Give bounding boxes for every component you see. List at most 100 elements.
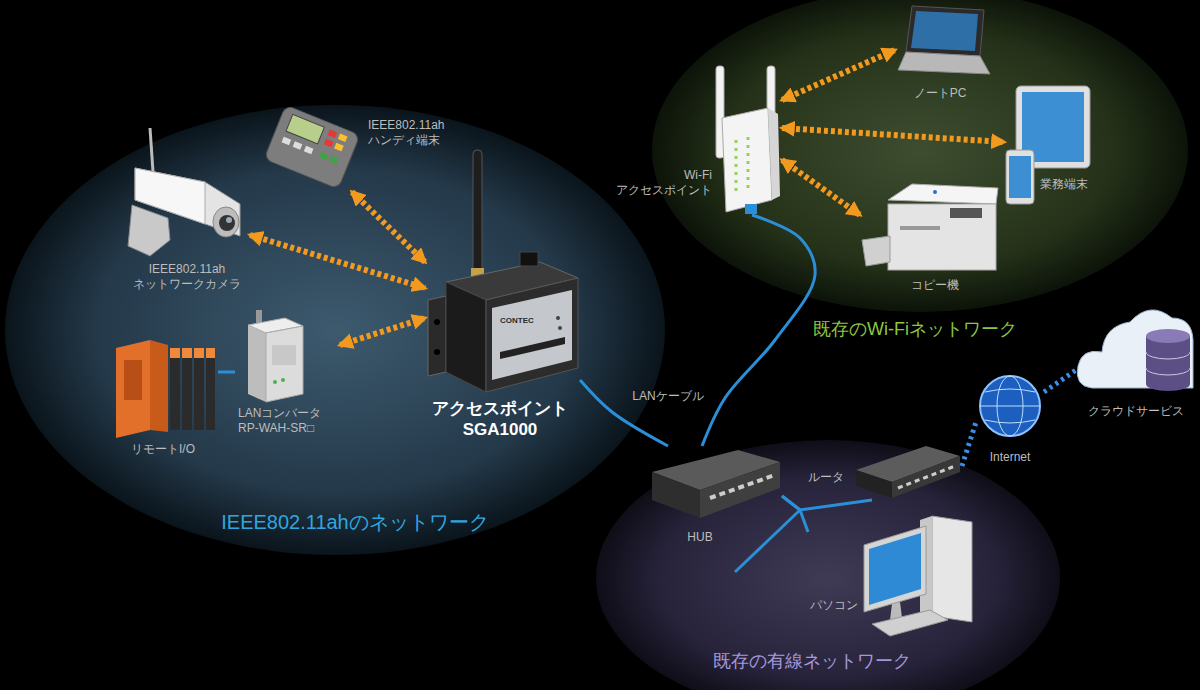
remote-io-icon-part <box>170 355 180 430</box>
text-holder: CONTEC <box>500 316 534 326</box>
device-label: IEEE802.11ah ハンディ端末 <box>368 118 448 148</box>
access-point-icon-part <box>500 337 565 359</box>
text-holder: 業務端末 <box>1040 177 1091 192</box>
access-point-icon-part <box>520 252 538 266</box>
access-point-icon-part <box>434 349 440 355</box>
device-node: アクセスポイント SGA1000 <box>425 150 580 460</box>
access-point-icon-part <box>558 326 562 330</box>
access-point-icon-part <box>446 282 486 392</box>
copier-icon-part <box>900 226 940 230</box>
cloud-icon <box>1077 310 1193 391</box>
remote-io-icon <box>116 340 215 438</box>
device-node: Wi-Fi アクセスポイント <box>612 62 782 215</box>
lan-converter-icon-part <box>273 380 277 384</box>
device-node: Internet <box>976 374 1044 470</box>
lan-cable <box>218 371 235 374</box>
device-label: IEEE802.11ah ネットワークカメラ <box>132 262 243 292</box>
handy-terminal-icon-part <box>328 129 338 138</box>
device-node: リモートI/O <box>112 338 218 463</box>
tablet-icon-part <box>1006 150 1034 204</box>
handy-terminal-icon-part <box>286 114 324 143</box>
copier-icon-part <box>933 190 937 194</box>
access-point-icon-part <box>434 319 440 325</box>
device-label: LANコンバータ RP-WAH-SR□ <box>238 406 325 436</box>
text-holder: IEEE802.11ah ハンディ端末 <box>368 118 448 148</box>
lan-converter-icon-part <box>266 326 303 402</box>
edge-label: LANケーブル <box>632 389 703 404</box>
remote-io-icon-part <box>194 348 204 358</box>
region-outline <box>5 100 670 565</box>
device-node: ノートPC <box>895 4 992 110</box>
text-holder: IEEE802.11ah ネットワークカメラ <box>132 262 243 292</box>
cloud-icon-part <box>1146 329 1190 343</box>
lan-converter-icon-part <box>256 310 262 324</box>
device-node: ルータ <box>805 444 962 500</box>
notebook-icon-part <box>906 6 984 56</box>
globe-icon-part <box>985 389 1035 423</box>
device-node: IEEE802.11ah ネットワークカメラ <box>125 125 250 294</box>
lan-converter-icon-part <box>248 325 266 402</box>
device-logo: CONTEC <box>500 316 534 326</box>
device-label: ルータ <box>808 470 847 485</box>
device-label: クラウドサービス <box>1087 404 1186 419</box>
device-label: HUB <box>686 530 715 545</box>
region-ellipse <box>596 440 1060 690</box>
text-holder: コピー機 <box>910 278 961 293</box>
device-node: HUB <box>650 446 782 556</box>
device-node: IEEE802.11ah ハンディ端末 <box>262 104 454 192</box>
cloud-icon-part <box>1146 336 1190 391</box>
access-point-icon-part <box>556 316 560 320</box>
handy-terminal-icon-part <box>304 146 314 155</box>
text-holder: LANコンバータ RP-WAH-SR□ <box>238 406 325 436</box>
region-outline <box>650 0 1195 350</box>
remote-io-icon-part <box>124 360 142 400</box>
remote-io-icon-part <box>182 348 192 358</box>
device-label: 業務端末 <box>1040 177 1091 192</box>
network-region: IEEE802.11ah ハンディ端末 IEEE802.11ah ネットワークカメ… <box>5 100 670 565</box>
device-node: LANコンバータ RP-WAH-SR□ <box>235 308 340 442</box>
wifi-access-point-icon-part <box>736 137 748 192</box>
text-holder: アクセスポイント SGA1000 <box>431 398 570 441</box>
text-holder: IEEE802.11ahのネットワーク <box>220 510 491 535</box>
tablet-icon <box>1006 86 1090 204</box>
remote-io-icon-part <box>182 355 192 430</box>
globe-icon-part <box>980 406 1040 407</box>
lan-converter-icon <box>248 310 303 402</box>
camera-icon-part <box>213 207 239 237</box>
device-label: パソコン <box>810 598 861 613</box>
region-title: 既存のWi-Fiネットワーク <box>812 318 1019 341</box>
text-holder: Internet <box>988 450 1032 465</box>
internet-link <box>962 422 976 466</box>
pc-icon-part <box>932 516 972 622</box>
device-node: 業務端末 <box>1004 84 1097 206</box>
remote-io-icon-part <box>170 348 180 358</box>
handy-terminal-icon-part <box>338 134 348 143</box>
remote-io-icon-part <box>206 348 215 358</box>
copier-icon-part <box>950 208 982 218</box>
camera-icon-part <box>219 215 235 231</box>
handy-terminal-icon-part <box>324 139 334 148</box>
region-title: 既存の有線ネットワーク <box>712 650 913 673</box>
network-region: Wi-Fi アクセスポイントノートPC業務端末コピー機既存のWi-Fiネットワー… <box>650 0 1195 350</box>
text-holder: リモートI/O <box>129 442 197 457</box>
text-holder: 既存のWi-Fiネットワーク <box>812 318 1019 341</box>
device-label: コピー機 <box>910 278 961 293</box>
device-label: Wi-Fi アクセスポイント <box>613 168 712 198</box>
copier-icon-part <box>862 236 890 266</box>
text-holder: Wi-Fi アクセスポイント <box>613 168 712 198</box>
handy-terminal-icon-part <box>329 156 339 165</box>
handy-terminal-icon-part <box>293 141 303 150</box>
text-holder: LANケーブル <box>632 389 703 404</box>
text-holder: ノートPC <box>912 86 968 101</box>
notebook-icon-part <box>898 52 990 74</box>
tablet-icon-part <box>1009 156 1031 198</box>
device-label: アクセスポイント SGA1000 <box>431 398 570 441</box>
device-label: リモートI/O <box>129 442 197 457</box>
region-title: IEEE802.11ahのネットワーク <box>220 510 491 535</box>
lan-converter-icon-part <box>281 378 285 382</box>
copier-icon-part <box>888 204 996 270</box>
lan-converter-icon-part <box>272 345 296 365</box>
device-node: パソコン <box>808 514 974 640</box>
globe-icon <box>980 376 1040 436</box>
